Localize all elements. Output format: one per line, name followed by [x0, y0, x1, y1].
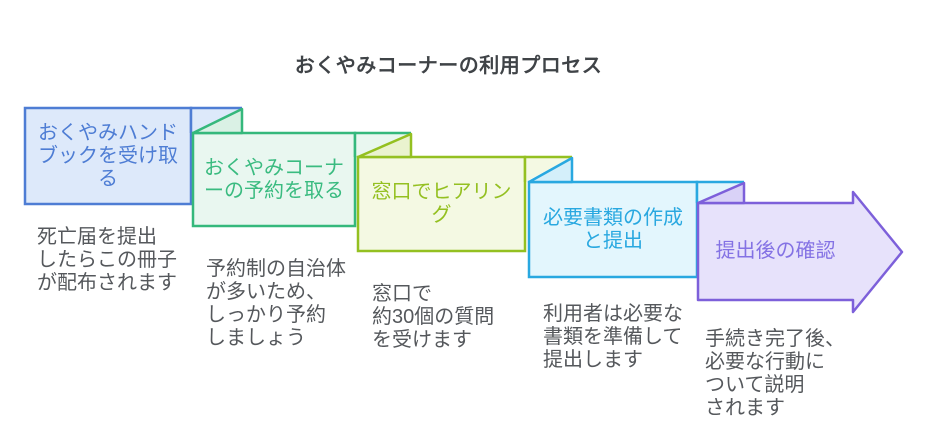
- step-2-fold: [191, 107, 244, 135]
- page-title: おくやみコーナーの利用プロセス: [294, 55, 603, 77]
- step-5-description: 手続き完了後、 必要な行動に ついて説明 されます: [705, 328, 845, 419]
- step-3-description: 窓口で 約30個の質問 を受けます: [372, 283, 495, 351]
- step-5-label: 提出後の確認: [715, 240, 836, 262]
- step-5-arrow: [696, 190, 904, 314]
- step-2-box: [191, 131, 357, 228]
- step-1-label: おくやみハンド ブックを受け取 る: [38, 121, 178, 190]
- step-2-description: 予約制の自治体 が多いため、 しっかり予約 しましょう: [206, 258, 346, 349]
- step-4-label: 必要書類の作成 と提出: [543, 206, 683, 252]
- step-1-description: 死亡届を提出 したらこの冊子 が配布されます: [37, 226, 177, 294]
- step-2-label: おくやみコーナ ーの予約を取る: [204, 156, 344, 202]
- step-4-fold: [527, 156, 574, 184]
- step-4-description: 利用者は必要な 書類を準備して 提出します: [543, 303, 683, 371]
- step-3-fold: [356, 132, 413, 159]
- step-3-label: 窓口でヒアリン グ: [371, 181, 512, 226]
- step-5-fold: [696, 181, 746, 205]
- step-1-box: [23, 106, 193, 206]
- step-3-box: [356, 155, 527, 253]
- step-4-box: [527, 180, 699, 279]
